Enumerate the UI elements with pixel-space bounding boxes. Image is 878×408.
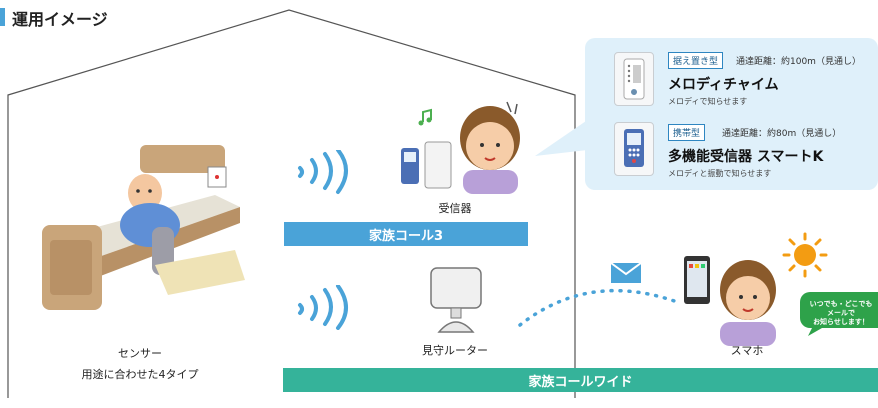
envelope-icon	[610, 262, 642, 283]
smartphone-label: スマホ	[730, 344, 764, 357]
smartphone-with-girl-illustration	[684, 256, 776, 346]
speech-bubble	[800, 292, 878, 336]
product-range: 通達距離：約80m（見通し）	[722, 129, 842, 139]
page-title: 運用イメージ	[12, 10, 108, 29]
sensor-types-label: 用途に合わせた4タイプ	[81, 368, 199, 381]
family-call3-banner: 家族コール3	[284, 222, 528, 246]
smart-k-receiver-icon	[614, 122, 654, 176]
product-description: メロディと振動で知らせます	[668, 169, 772, 178]
melody-chime-icon	[614, 52, 654, 106]
sensor-label: センサー	[118, 347, 162, 360]
family-call-wide-banner: 家族コールワイド	[283, 368, 878, 392]
title-accent-bar	[0, 8, 5, 26]
product-range: 通達距離：約100m（見通し）	[736, 57, 861, 67]
router-icon	[430, 267, 482, 333]
product-type-tag: 携帯型	[668, 124, 706, 141]
product-type-tag: 据え置き型	[668, 52, 724, 69]
sun-icon	[782, 232, 828, 278]
router-label: 見守ルーター	[422, 344, 488, 357]
signal-waves-icon	[298, 150, 348, 194]
product-name: 多機能受信器 スマートK	[668, 149, 824, 165]
speech-bubble-text: いつでも・どこでも メールで お知らせします！	[809, 300, 873, 326]
receiver-with-girl-illustration	[401, 101, 520, 194]
bed-with-person-illustration	[42, 145, 245, 310]
product-name: メロディチャイム	[668, 77, 779, 93]
signal-waves-icon	[298, 285, 348, 330]
receiver-label: 受信器	[438, 202, 472, 215]
mail-path-icon	[518, 288, 682, 327]
product-description: メロディで知らせます	[668, 97, 748, 106]
